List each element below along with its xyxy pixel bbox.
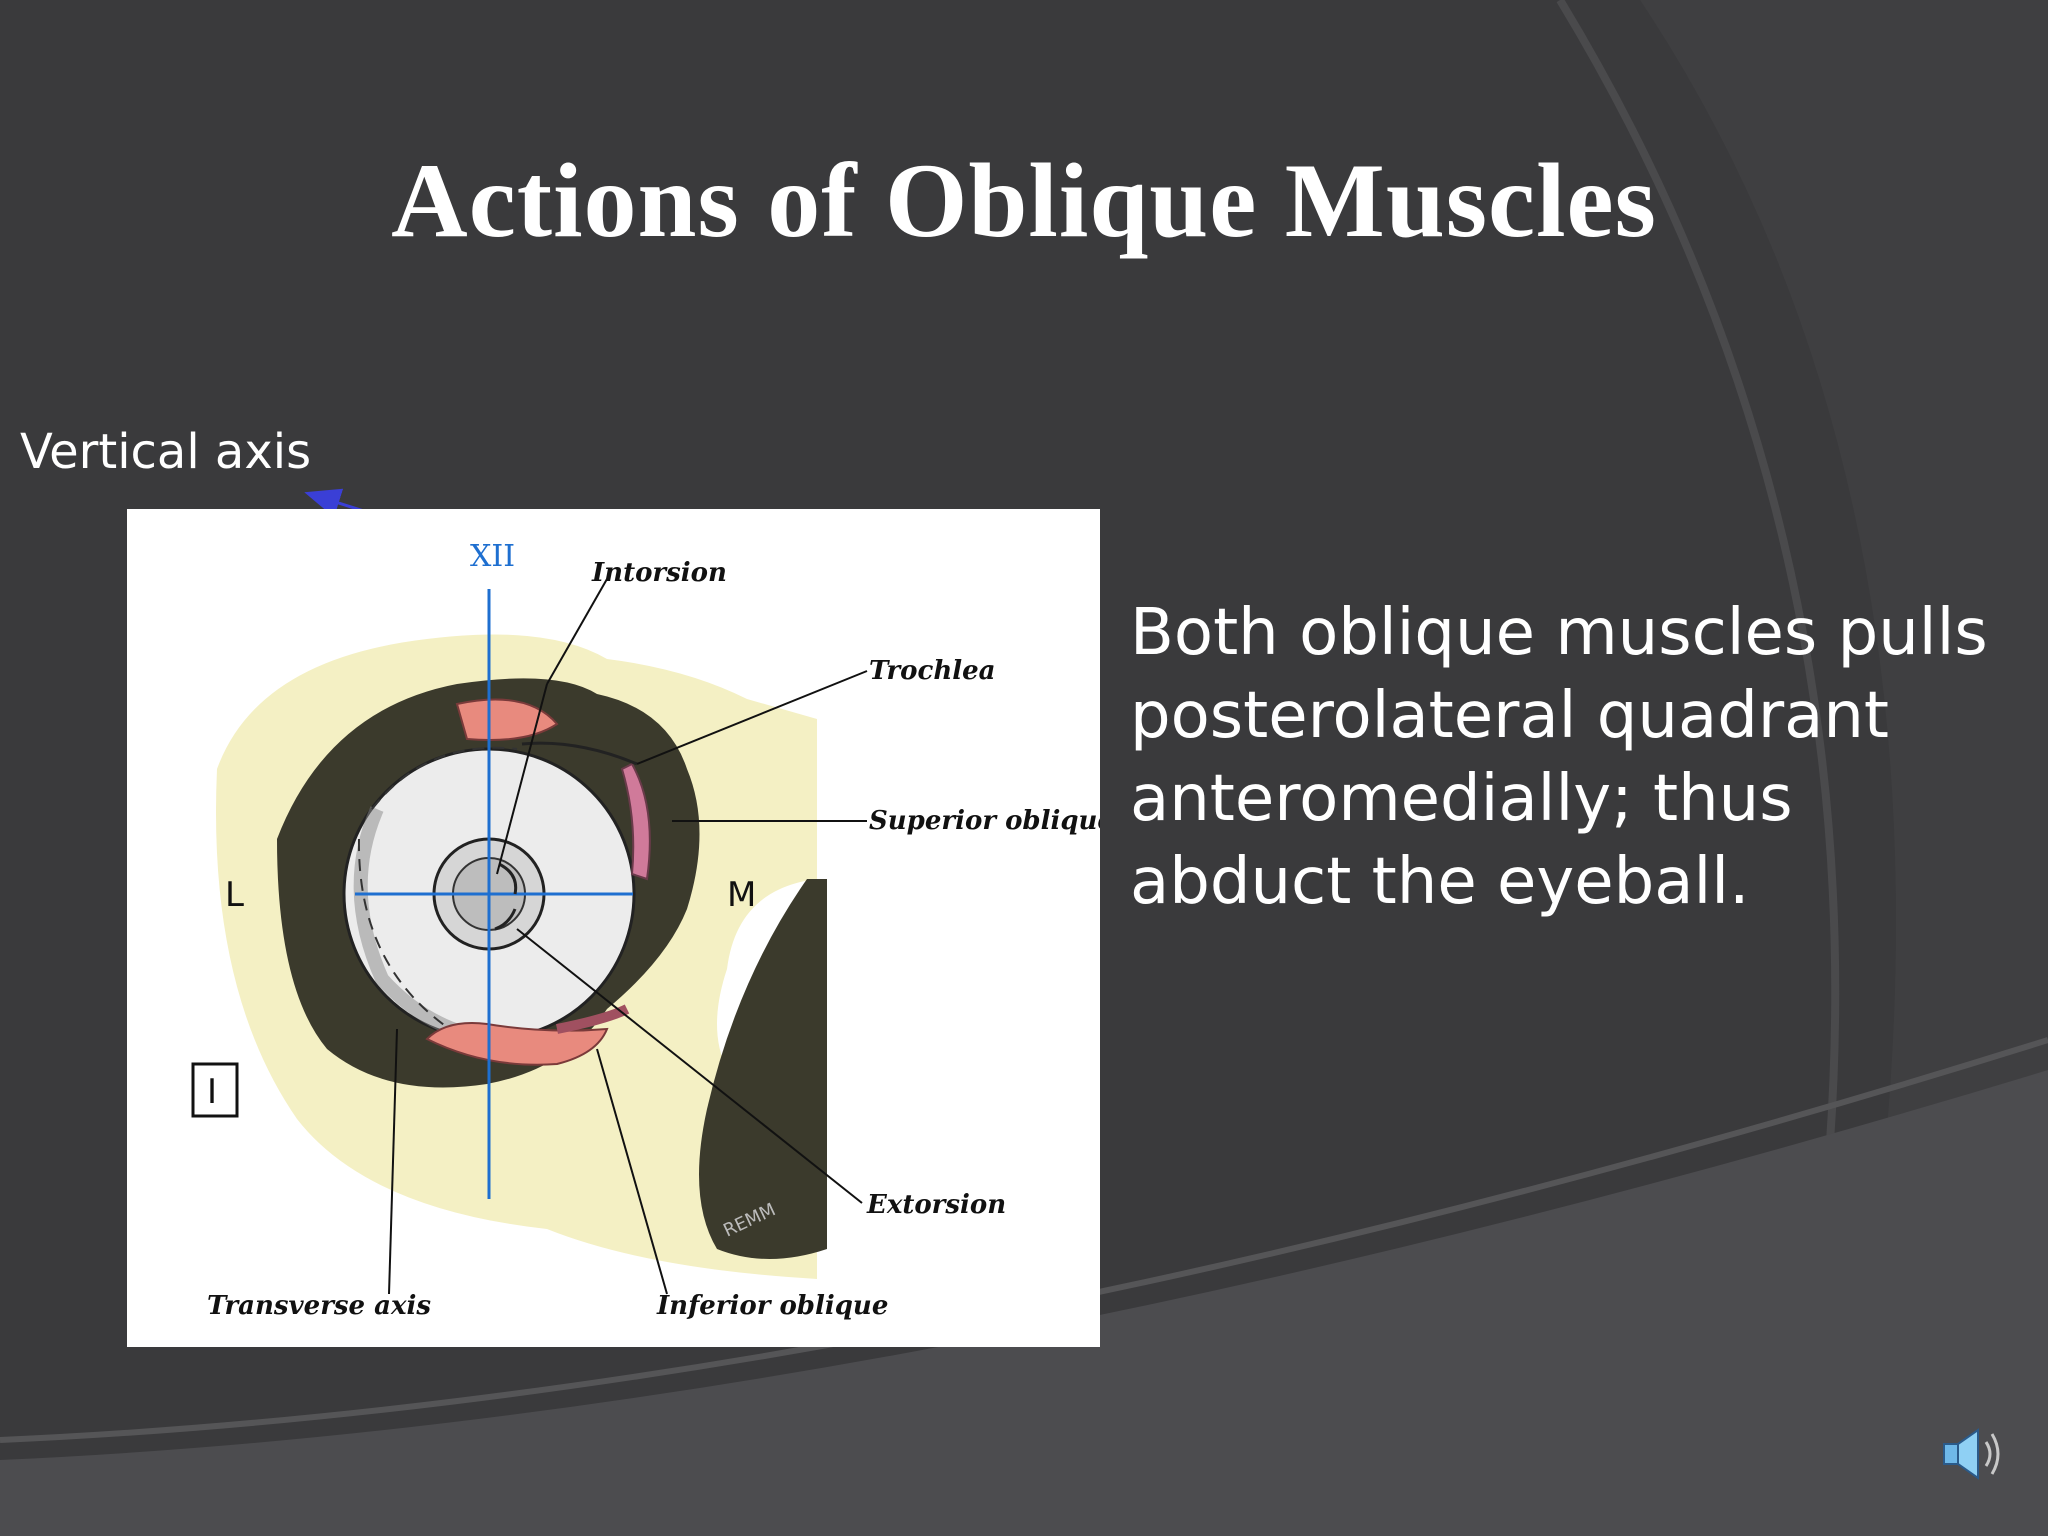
- nose-shadow: [699, 879, 827, 1259]
- speaker-icon[interactable]: [1938, 1424, 2008, 1484]
- label-boxed-numeral: I: [207, 1072, 217, 1112]
- numeral-xii: XII: [470, 539, 515, 574]
- superior-oblique-muscle: [455, 698, 559, 741]
- label-trochlea: Trochlea: [869, 656, 996, 686]
- slide-title: Actions of Oblique Muscles: [391, 142, 1657, 259]
- label-superior-oblique: Superior oblique: [869, 806, 1100, 836]
- label-inferior-oblique: Inferior oblique: [656, 1291, 888, 1321]
- label-intorsion: Intorsion: [591, 558, 727, 588]
- label-extorsion: Extorsion: [866, 1190, 1006, 1220]
- inferior-oblique-muscle: [425, 1022, 609, 1066]
- body-text: Both oblique muscles pulls posterolatera…: [1130, 596, 1988, 919]
- label-lateral: L: [225, 875, 244, 915]
- boxed-numeral-frame: [191, 1062, 239, 1118]
- label-medial: M: [727, 875, 756, 915]
- label-transverse-axis: Transverse axis: [207, 1291, 431, 1321]
- eye-diagram: XII Intorsion Trochlea Superior oblique …: [127, 509, 1100, 1347]
- vertical-axis-caption: Vertical axis: [20, 424, 312, 480]
